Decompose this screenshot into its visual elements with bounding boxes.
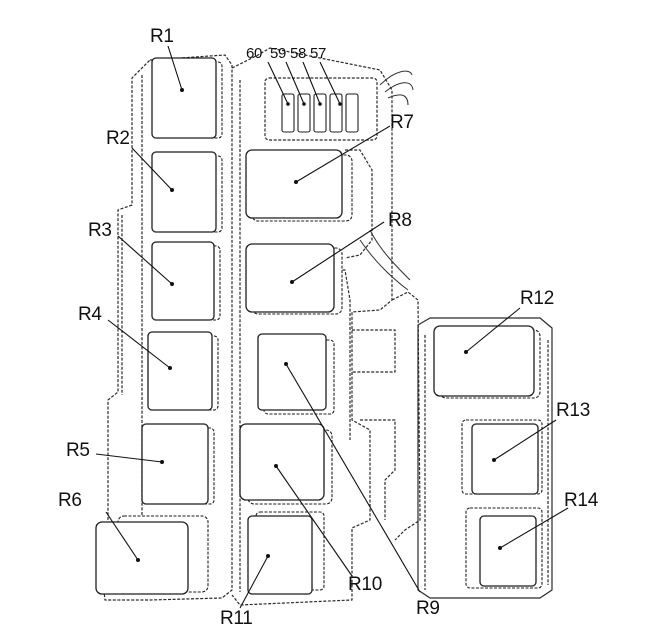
label-fuse-58: 58	[290, 45, 306, 62]
relay-r9	[257, 333, 335, 415]
relay-r8	[245, 243, 343, 315]
fuse-block	[264, 77, 378, 141]
relay-r6	[95, 515, 209, 595]
housing-outline	[99, 47, 553, 606]
fuse-59	[297, 93, 311, 133]
relay-r12	[433, 325, 541, 399]
relay-r1	[151, 57, 223, 139]
relay-r10	[239, 423, 333, 505]
relay-r14	[465, 507, 543, 589]
label-r3: R3	[88, 220, 112, 241]
relay-r13	[461, 419, 543, 495]
label-fuse-57: 57	[310, 45, 326, 62]
label-r10: R10	[348, 574, 382, 595]
relay-r4	[147, 331, 219, 411]
label-r13: R13	[556, 400, 590, 421]
fuse-58	[313, 93, 327, 133]
relay-r2	[151, 151, 223, 233]
label-r11: R11	[220, 608, 253, 629]
label-r7: R7	[390, 112, 414, 133]
label-r8: R8	[388, 210, 412, 231]
label-fuse-60: 60	[246, 45, 262, 62]
relay-r5	[141, 423, 215, 505]
relay-r3	[151, 241, 221, 321]
label-r5: R5	[66, 440, 90, 461]
label-r12: R12	[520, 288, 554, 309]
label-r1: R1	[150, 26, 174, 47]
label-r6: R6	[58, 490, 82, 511]
leader-lines	[95, 45, 569, 609]
label-r14: R14	[564, 490, 599, 511]
relay-r11	[247, 511, 325, 595]
fuse-60	[281, 93, 295, 133]
relay-r7	[245, 149, 353, 222]
label-r2: R2	[106, 128, 130, 149]
label-r9: R9	[416, 598, 440, 619]
fuse-57	[329, 93, 343, 133]
labels: R1 R2 R3 R4 R5 R6 R7 R8 R9 R10 R11 R12 R…	[58, 26, 599, 629]
label-r4: R4	[78, 304, 102, 325]
label-fuse-59: 59	[270, 45, 286, 62]
